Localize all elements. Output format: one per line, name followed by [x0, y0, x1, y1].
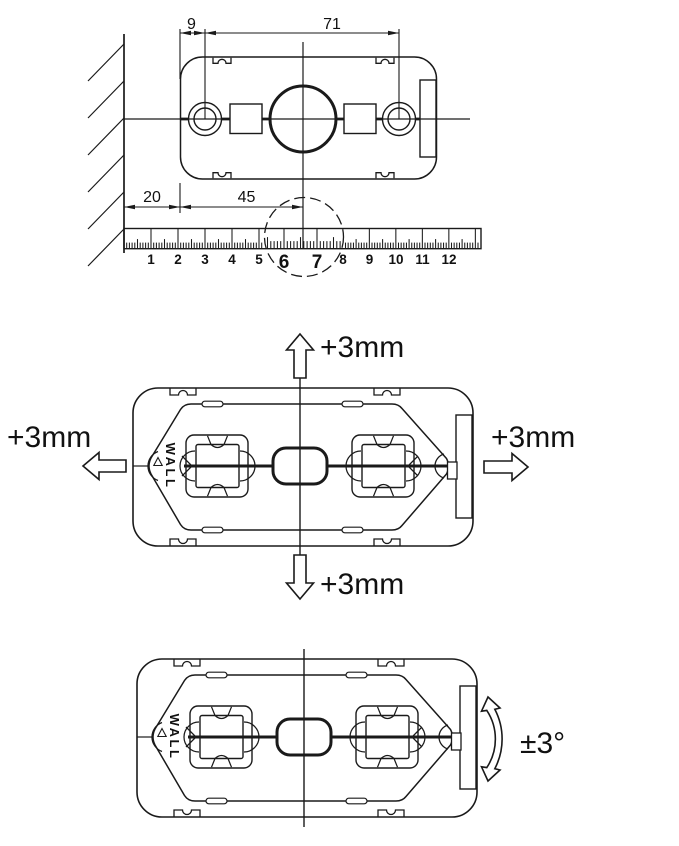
dim-label-wall-clearance: 20	[143, 189, 161, 206]
svg-text:11: 11	[415, 252, 430, 267]
adjustment-label-right: +3mm	[491, 421, 575, 454]
fixing-slot-left	[229, 103, 263, 135]
rotation-label: ±3°	[520, 727, 565, 760]
svg-text:4: 4	[228, 252, 236, 267]
dim-label-hole-offset: 9	[187, 16, 196, 33]
up-arrow-icon	[284, 332, 316, 379]
rotation-arrow-icon	[480, 695, 503, 783]
dim-label-edge-to-center: 45	[238, 189, 256, 206]
left-arrow-icon	[81, 450, 127, 482]
svg-text:12: 12	[441, 252, 456, 267]
svg-text:2: 2	[174, 252, 182, 267]
plate-notches	[212, 57, 395, 179]
svg-text:5: 5	[255, 252, 263, 267]
magnifier-number-7: 7	[312, 252, 323, 273]
dim-label-hole-spacing: 71	[323, 16, 341, 33]
magnifier-number-6: 6	[279, 252, 290, 273]
adjustment-view-translation: +3mm +3mm +3mm +3mm	[7, 331, 575, 601]
plate-top-view	[124, 56, 470, 180]
top-view-placement: 9 71 1 2 3 4 5 8 9 10 11 12 6 7	[87, 16, 482, 278]
dimension-wall-clearance: 20 45	[124, 183, 303, 213]
svg-text:10: 10	[388, 252, 403, 267]
ruler-ticks-left	[123, 228, 263, 249]
fixing-slot-right	[343, 103, 377, 135]
svg-text:9: 9	[366, 252, 374, 267]
magnifier-detail-circle	[263, 196, 345, 278]
svg-text:3: 3	[201, 252, 209, 267]
magnifier-background	[264, 197, 344, 277]
down-arrow-icon	[284, 554, 316, 601]
magnifier-ruler-ticks	[264, 228, 344, 249]
adjustment-label-down: +3mm	[320, 568, 404, 601]
right-arrow-icon	[483, 451, 530, 483]
adjustment-label-up: +3mm	[320, 331, 404, 364]
plate-outline	[179, 56, 438, 180]
dimension-hole-offset: 9 71	[179, 16, 400, 119]
svg-text:8: 8	[339, 252, 347, 267]
adjustment-label-left: +3mm	[7, 421, 91, 454]
adjustment-view-rotation: ±3°	[135, 647, 565, 829]
svg-text:1: 1	[147, 252, 155, 267]
ruler-numbers: 1 2 3 4 5 8 9 10 11 12	[147, 252, 456, 267]
ruler-ticks-right	[344, 228, 479, 249]
wall-hatching	[87, 43, 125, 267]
